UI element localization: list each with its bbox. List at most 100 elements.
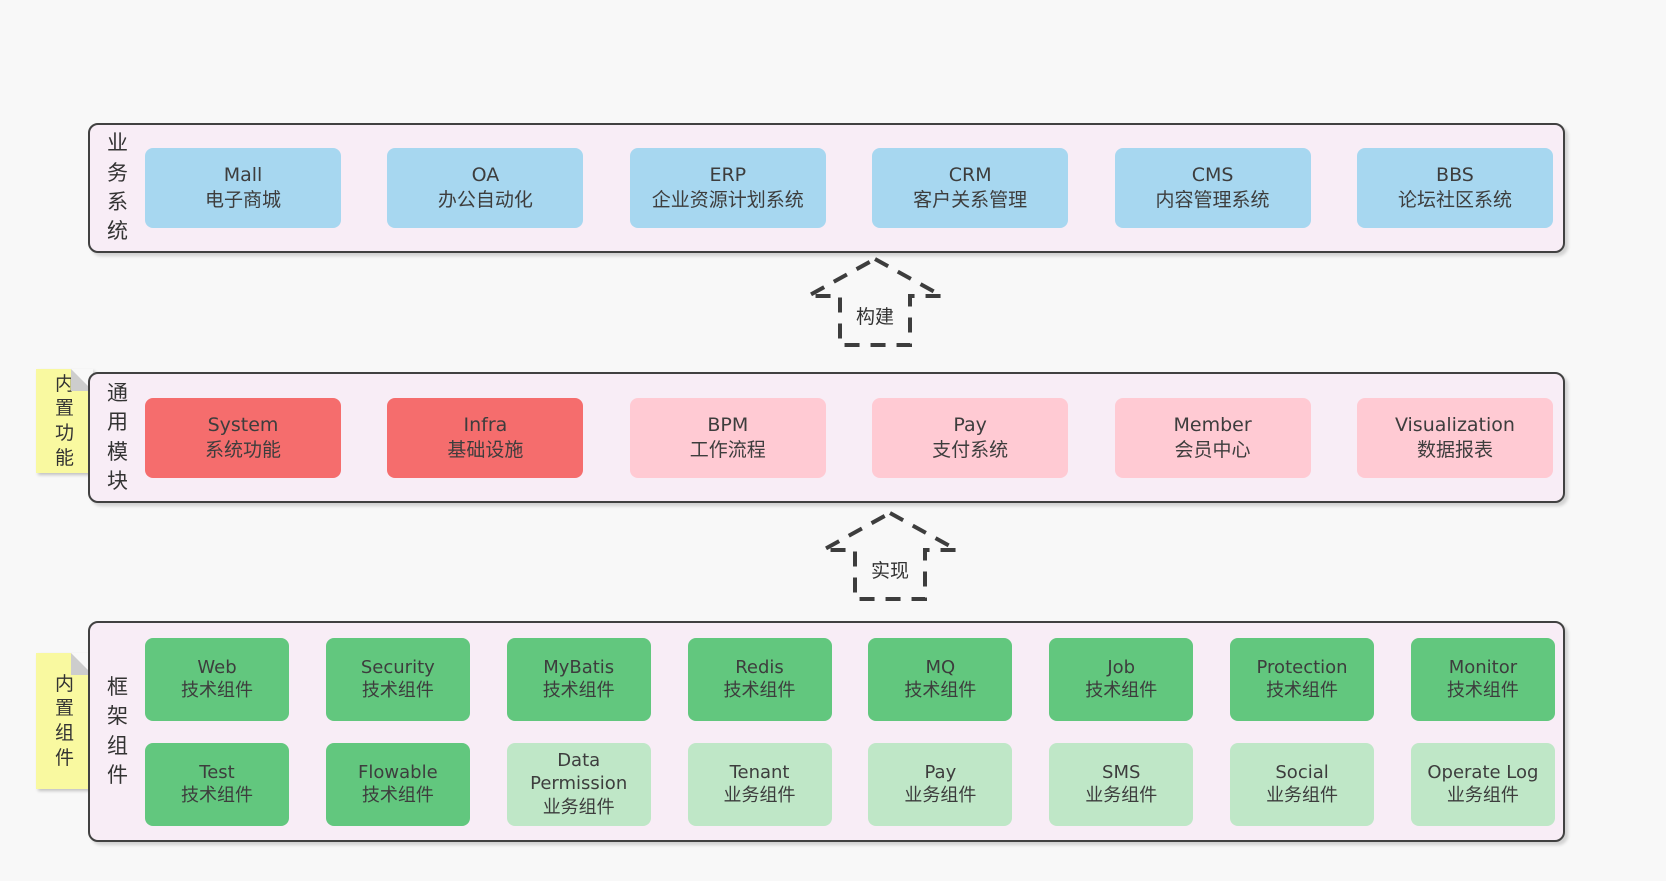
box-title: Visualization [1394, 413, 1515, 436]
box-subtitle: 业务组件 [723, 785, 796, 806]
box-title: Operate Log [1427, 761, 1539, 783]
box-oa: OA 办公自动化 [387, 148, 584, 228]
box-redis: Redis 技术组件 [687, 637, 832, 721]
box-mq: MQ 技术组件 [868, 637, 1013, 721]
up-arrow-icon [822, 510, 958, 601]
box-title: Redis [735, 656, 784, 678]
box-title: Pay [953, 413, 987, 436]
sticky-note-builtin-components: 内置组件 [36, 653, 93, 789]
box-title: Tenant [729, 761, 790, 783]
box-title: MyBatis [543, 656, 615, 678]
common-modules-panel: 通用模块 System 系统功能 Infra 基础设施 BPM 工作流程 Pay… [88, 372, 1565, 503]
box-subtitle: 内容管理系统 [1155, 189, 1270, 211]
box-title: Job [1107, 656, 1136, 678]
business-boxes: Mall 电子商城 OA 办公自动化 ERP 企业资源计划系统 CRM 客户关系… [145, 148, 1563, 228]
box-protection: Protection 技术组件 [1230, 637, 1375, 721]
box-title: Member [1173, 413, 1252, 436]
box-title: Infra [463, 413, 508, 436]
box-mall: Mall 电子商城 [145, 148, 341, 228]
arrow-build-label: 构建 [800, 302, 950, 329]
box-subtitle: 办公自动化 [437, 189, 533, 211]
box-subtitle: 技术组件 [1446, 680, 1519, 701]
box-bbs: BBS 论坛社区系统 [1356, 148, 1553, 228]
box-member: Member 会员中心 [1114, 397, 1311, 478]
note-label-builtin-components: 内置组件 [54, 672, 74, 769]
box-subtitle: 业务组件 [542, 796, 615, 818]
framework-rows: Web 技术组件 Security 技术组件 MyBatis 技术组件 Redi… [145, 637, 1563, 826]
arrow-implement-text: 实现 [868, 560, 911, 582]
box-subtitle: 业务组件 [1446, 785, 1519, 806]
box-subtitle: 技术组件 [181, 680, 253, 701]
up-arrow-icon [807, 256, 943, 347]
layer-label-business: 业务系统 [107, 131, 128, 244]
box-monitor: Monitor 技术组件 [1410, 637, 1555, 721]
box-security: Security 技术组件 [325, 637, 470, 721]
arrow-build-text: 构建 [853, 306, 896, 328]
box-title: Pay [924, 761, 957, 783]
box-pay-business: Pay 业务组件 [868, 742, 1013, 826]
box-erp: ERP 企业资源计划系统 [629, 148, 826, 228]
box-bpm: BPM 工作流程 [629, 397, 826, 478]
layer-business-systems: 业务系统 Mall 电子商城 OA 办公自动化 ERP 企业资源计划系统 CRM… [88, 123, 1565, 253]
arrow-build: 构建 [800, 256, 950, 348]
box-subtitle: 论坛社区系统 [1397, 189, 1512, 211]
box-system: System 系统功能 [145, 397, 341, 478]
layer-label-framework: 框架组件 [107, 674, 128, 787]
framework-row-1: Web 技术组件 Security 技术组件 MyBatis 技术组件 Redi… [145, 637, 1555, 721]
box-subtitle: 技术组件 [181, 785, 253, 806]
box-title: Mall [223, 164, 263, 187]
box-crm: CRM 客户关系管理 [872, 148, 1069, 228]
box-title: Security [360, 656, 435, 678]
box-mybatis: MyBatis 技术组件 [506, 637, 651, 721]
box-operate-log: Operate Log 业务组件 [1410, 742, 1555, 826]
framework-row-2: Test 技术组件 Flowable 技术组件 Data Permission … [145, 742, 1555, 826]
box-title: Protection [1256, 656, 1348, 678]
box-subtitle: 支付系统 [932, 438, 1009, 461]
box-subtitle: 客户关系管理 [913, 189, 1028, 211]
box-title: SMS [1102, 761, 1141, 783]
box-title: System [207, 413, 279, 436]
box-subtitle: 技术组件 [904, 680, 977, 701]
box-subtitle: 企业资源计划系统 [651, 189, 804, 211]
box-title: Flowable [358, 761, 438, 783]
box-subtitle: 技术组件 [361, 785, 434, 806]
box-subtitle: 技术组件 [723, 680, 796, 701]
box-title: Social [1275, 761, 1329, 783]
box-title: ERP [709, 164, 747, 187]
box-visualization: Visualization 数据报表 [1356, 397, 1553, 478]
box-subtitle: 电子商城 [204, 189, 281, 211]
box-title: CRM [948, 164, 992, 187]
box-subtitle: 工作流程 [689, 438, 766, 461]
note-label-builtin-features: 内置功能 [54, 372, 74, 469]
box-flowable: Flowable 技术组件 [325, 742, 470, 826]
box-cms: CMS 内容管理系统 [1114, 148, 1311, 228]
box-social: Social 业务组件 [1230, 742, 1375, 826]
box-title: Test [199, 761, 235, 783]
box-subtitle: 技术组件 [1085, 680, 1158, 701]
box-subtitle: 技术组件 [1266, 680, 1339, 701]
box-subtitle: 业务组件 [1085, 785, 1158, 806]
box-web: Web 技术组件 [145, 637, 289, 721]
box-subtitle: 基础设施 [447, 438, 524, 461]
sticky-note-builtin-features: 内置功能 [36, 369, 93, 473]
box-infra: Infra 基础设施 [387, 397, 584, 478]
box-sms: SMS 业务组件 [1049, 742, 1194, 826]
box-subtitle: 业务组件 [904, 785, 977, 806]
layer-label-col: 通用模块 [90, 379, 145, 497]
box-title: Data Permission [530, 750, 628, 795]
box-title: BPM [707, 413, 749, 436]
box-subtitle: 技术组件 [542, 680, 615, 701]
common-boxes: System 系统功能 Infra 基础设施 BPM 工作流程 Pay 支付系统… [145, 397, 1563, 478]
box-test: Test 技术组件 [145, 742, 289, 826]
framework-components-panel: 框架组件 Web 技术组件 Security 技术组件 MyBatis 技术组件… [88, 621, 1565, 842]
box-subtitle: 数据报表 [1416, 438, 1493, 461]
box-title: MQ [925, 656, 956, 678]
box-pay: Pay 支付系统 [872, 397, 1069, 478]
box-tenant: Tenant 业务组件 [687, 742, 832, 826]
box-subtitle: 技术组件 [361, 680, 434, 701]
box-subtitle: 会员中心 [1174, 438, 1251, 461]
layer-label-col: 业务系统 [90, 129, 145, 247]
arrow-implement: 实现 [815, 510, 965, 602]
layer-framework-components: 内置组件 框架组件 Web 技术组件 Security 技术组件 MyBatis… [36, 621, 1565, 842]
layer-label-col: 框架组件 [90, 673, 145, 791]
